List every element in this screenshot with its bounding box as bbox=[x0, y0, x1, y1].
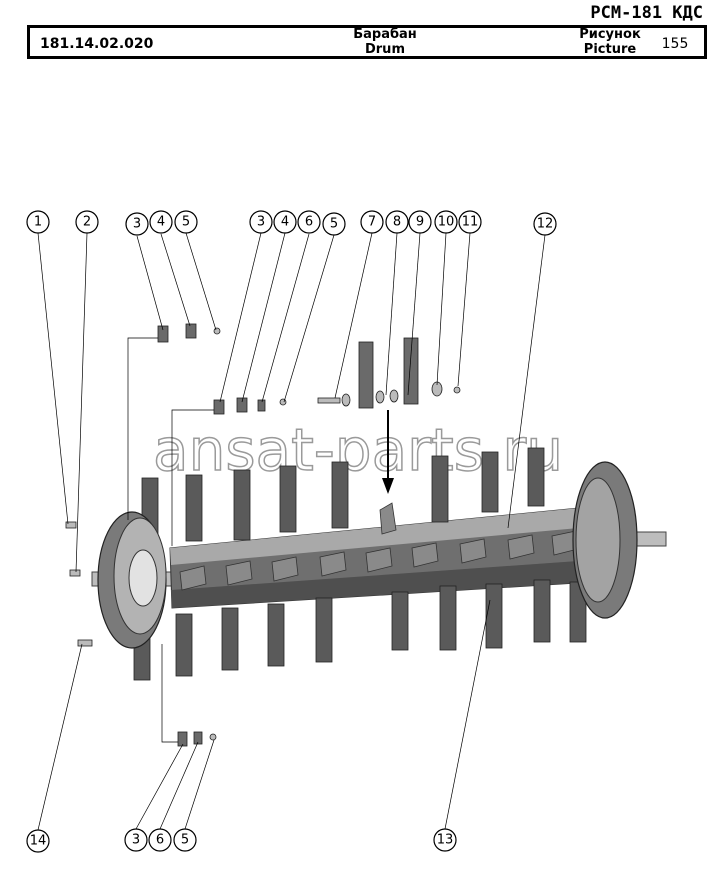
picture-label: Рисунок Picture bbox=[560, 27, 660, 57]
right-end-disc bbox=[572, 461, 638, 619]
loose-parts bbox=[65, 323, 461, 747]
callout-4b bbox=[273, 210, 297, 234]
callout-5b bbox=[322, 212, 346, 236]
blade-brackets bbox=[179, 502, 579, 591]
callout-5c bbox=[173, 828, 197, 852]
callout-3b bbox=[249, 210, 273, 234]
callout-9 bbox=[408, 210, 432, 234]
assembly-lines bbox=[127, 337, 214, 743]
title-block: 181.14.02.020 Барабан Drum Рисунок Pictu… bbox=[27, 25, 707, 59]
callout-6c bbox=[148, 828, 172, 852]
callout-6c-label: 6 bbox=[156, 833, 164, 848]
picture-label-ru: Рисунок bbox=[579, 27, 641, 42]
callout-5a bbox=[174, 210, 198, 234]
callout-1 bbox=[26, 210, 50, 234]
callout-8 bbox=[385, 210, 409, 234]
callout-4a-label: 4 bbox=[157, 215, 165, 230]
model-title: РСМ-181 КДС bbox=[590, 3, 703, 23]
callouts bbox=[26, 210, 557, 853]
drum-body bbox=[169, 504, 626, 609]
callout-3b-label: 3 bbox=[257, 215, 265, 230]
callout-5b-label: 5 bbox=[330, 217, 338, 232]
part-title: Барабан Drum bbox=[330, 27, 440, 57]
callout-10-label: 10 bbox=[438, 215, 455, 230]
picture-number: 155 bbox=[661, 35, 689, 52]
callout-6b bbox=[297, 210, 321, 234]
callout-4b-label: 4 bbox=[281, 215, 289, 230]
left-end-disc bbox=[97, 511, 167, 649]
callout-1-label: 1 bbox=[34, 215, 42, 230]
callout-11-label: 11 bbox=[462, 215, 479, 230]
callout-5c-label: 5 bbox=[181, 833, 189, 848]
callout-10 bbox=[434, 210, 458, 234]
leader-lines bbox=[37, 232, 546, 831]
callout-numbers: 1 2 3 4 5 3 4 6 5 7 8 9 10 11 12 14 3 6 … bbox=[30, 215, 554, 849]
callout-3c bbox=[124, 828, 148, 852]
callout-13-label: 13 bbox=[437, 833, 454, 848]
picture-label-en: Picture bbox=[583, 42, 637, 57]
callout-3c-label: 3 bbox=[132, 833, 140, 848]
callout-9-label: 9 bbox=[416, 215, 424, 230]
callout-11 bbox=[458, 210, 482, 234]
callout-2-label: 2 bbox=[83, 215, 91, 230]
blades-lower bbox=[133, 579, 587, 681]
callout-12 bbox=[533, 212, 557, 236]
callout-5a-label: 5 bbox=[182, 215, 190, 230]
part-title-en: Drum bbox=[364, 42, 405, 57]
callout-7-label: 7 bbox=[368, 215, 376, 230]
callout-6b-label: 6 bbox=[305, 215, 313, 230]
callout-12-label: 12 bbox=[537, 217, 554, 232]
callout-13 bbox=[433, 828, 457, 852]
callout-8-label: 8 bbox=[393, 215, 401, 230]
callout-4a bbox=[149, 210, 173, 234]
callout-3a-label: 3 bbox=[133, 217, 141, 232]
direction-arrow bbox=[382, 410, 394, 494]
callout-14 bbox=[26, 829, 50, 853]
callout-7 bbox=[360, 210, 384, 234]
callout-3a bbox=[125, 212, 149, 236]
callout-2 bbox=[75, 210, 99, 234]
part-title-ru: Барабан bbox=[353, 27, 417, 42]
watermark-text: ansat-parts.ru bbox=[153, 416, 563, 484]
callout-14-label: 14 bbox=[30, 834, 47, 849]
part-code: 181.14.02.020 bbox=[40, 35, 154, 52]
